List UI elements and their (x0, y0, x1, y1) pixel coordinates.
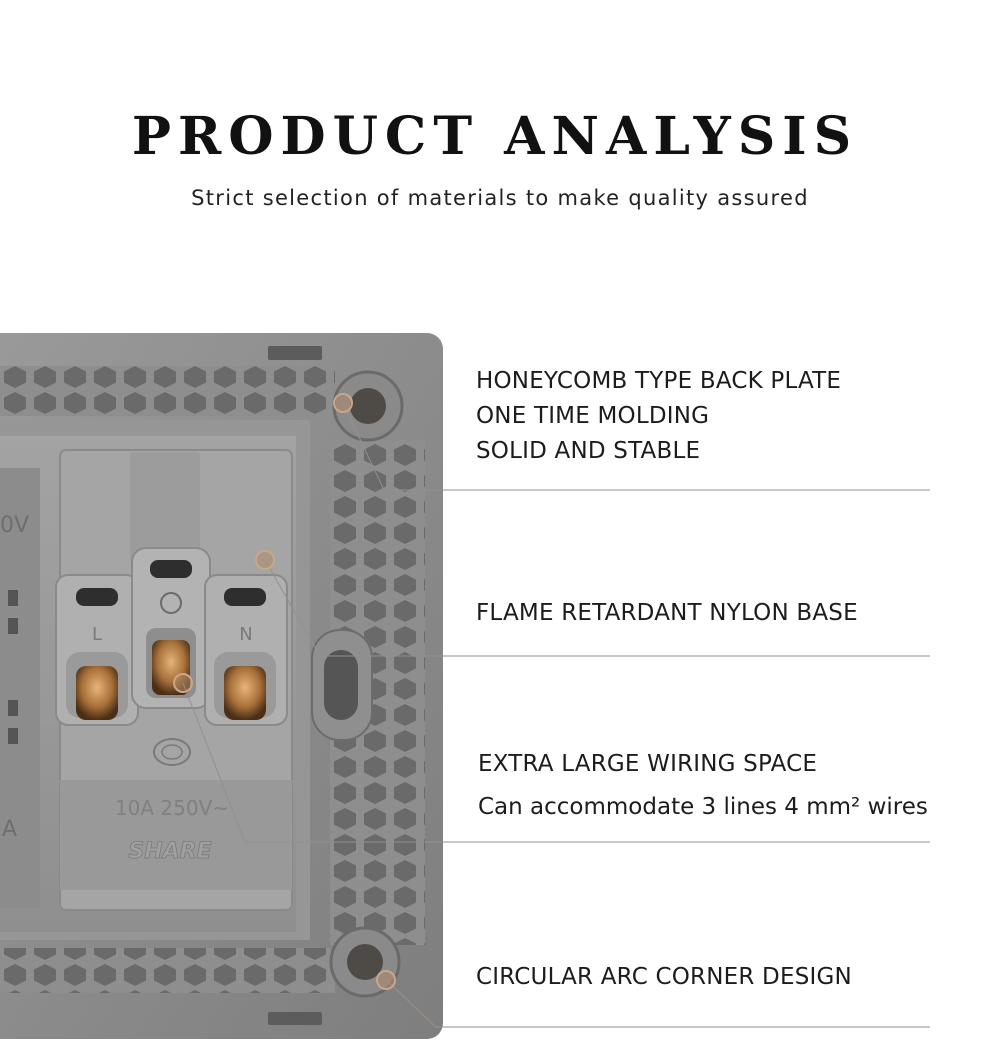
terminal-earth (131, 547, 211, 709)
terminal-right (204, 574, 288, 726)
leader-line-2 (264, 559, 930, 657)
callout-1-line-2: ONE TIME MOLDING (476, 403, 710, 429)
callout-4-line-1: CIRCULAR ARC CORNER DESIGN (476, 964, 852, 990)
callout-markers (173, 393, 396, 990)
terminal-label-l: L (92, 624, 102, 645)
leader-line-3 (182, 682, 930, 843)
callout-leaders (182, 402, 930, 1028)
marker-dot-2 (255, 550, 275, 570)
marker-dot-3 (173, 673, 193, 693)
edge-marking-top: 0V (0, 513, 29, 538)
marker-dot-1 (333, 393, 353, 413)
edge-marking-bottom: A (2, 817, 17, 842)
callout-1-line-3: SOLID AND STABLE (476, 438, 701, 464)
leader-line-1 (342, 402, 930, 491)
side-mounting-slot (311, 629, 373, 741)
callout-3-line-1: EXTRA LARGE WIRING SPACE (478, 751, 818, 777)
callout-3-line-2: Can accommodate 3 lines 4 mm² wires (478, 794, 928, 820)
marker-dot-4 (376, 970, 396, 990)
terminal-label-n: N (239, 624, 252, 645)
brand-marking: SHARE (128, 839, 211, 864)
leader-line-4 (385, 979, 930, 1028)
page-subtitle: Strict selection of materials to make qu… (191, 186, 809, 210)
page-title: PRODUCT ANALYSIS (131, 106, 859, 167)
callout-1-line-1: HONEYCOMB TYPE BACK PLATE (476, 368, 842, 394)
terminal-left (55, 574, 139, 726)
callout-2-line-1: FLAME RETARDANT NYLON BASE (476, 600, 858, 626)
certification-mark-icon (153, 738, 191, 766)
rating-marking: 10A 250V~ (115, 796, 229, 820)
